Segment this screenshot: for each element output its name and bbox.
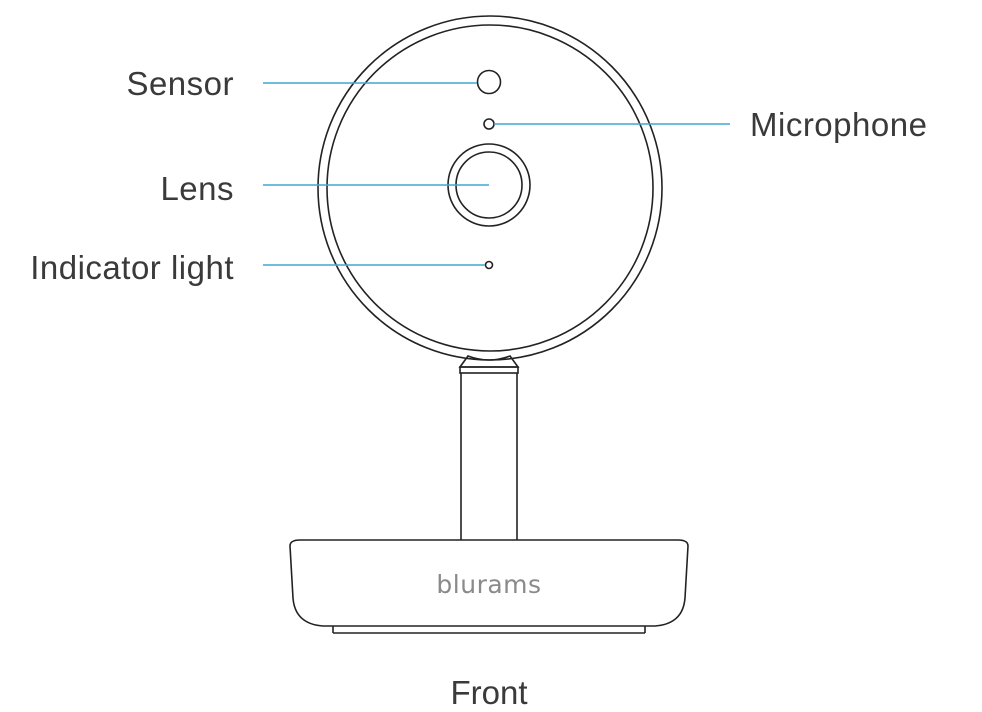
- microphone-icon: [483, 118, 495, 130]
- camera-head-outer-ring: [317, 15, 663, 361]
- camera-base: blurams: [289, 539, 689, 634]
- camera-head: [317, 15, 663, 361]
- indicator-light-label: Indicator light: [30, 249, 234, 286]
- neck-collar: [458, 355, 520, 368]
- base-body: [289, 539, 689, 627]
- neck-band: [459, 366, 519, 374]
- sensor-label: Sensor: [126, 65, 234, 102]
- lens-label: Lens: [160, 170, 234, 207]
- view-caption: Front: [450, 674, 527, 711]
- camera-neck: [458, 355, 520, 540]
- microphone-label: Microphone: [750, 106, 927, 143]
- sensor-icon: [476, 69, 502, 95]
- indicator-light-icon: [484, 260, 494, 270]
- brand-logo: blurams: [436, 570, 541, 599]
- camera-head-inner-ring: [326, 24, 654, 352]
